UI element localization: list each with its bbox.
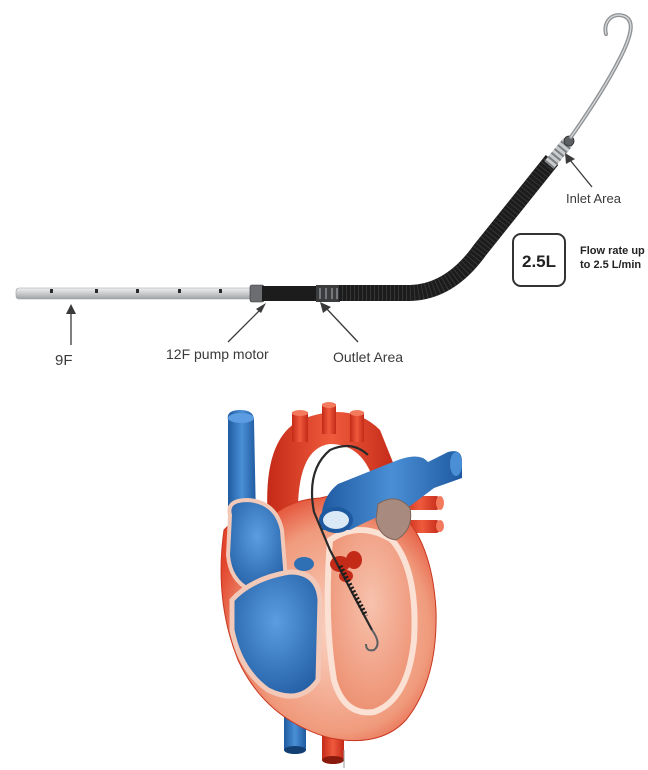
left-carotid-artery bbox=[322, 404, 336, 434]
pigtail bbox=[571, 15, 631, 137]
pump-motor-body bbox=[262, 286, 318, 301]
pulmonary-artery-opening bbox=[321, 509, 351, 531]
flow-rate-badge: 2.5L Flow rate up to 2.5 L/min bbox=[513, 234, 645, 286]
brachiocephalic-artery bbox=[292, 412, 308, 442]
label-outlet-area: Outlet Area bbox=[333, 349, 403, 365]
flow-badge-line2: to 2.5 L/min bbox=[580, 259, 641, 271]
flow-badge-value: 2.5L bbox=[522, 252, 556, 271]
left-subclavian-artery bbox=[350, 412, 364, 442]
heart-illustration bbox=[221, 402, 462, 768]
label-pump-motor: 12F pump motor bbox=[166, 346, 269, 362]
pump-motor-connector bbox=[250, 285, 264, 302]
right-ventricle bbox=[232, 572, 320, 696]
label-inlet-area: Inlet Area bbox=[566, 191, 622, 206]
flow-badge-line1: Flow rate up bbox=[580, 245, 645, 257]
tricuspid-valve bbox=[294, 557, 314, 571]
label-9f: 9F bbox=[55, 352, 73, 369]
